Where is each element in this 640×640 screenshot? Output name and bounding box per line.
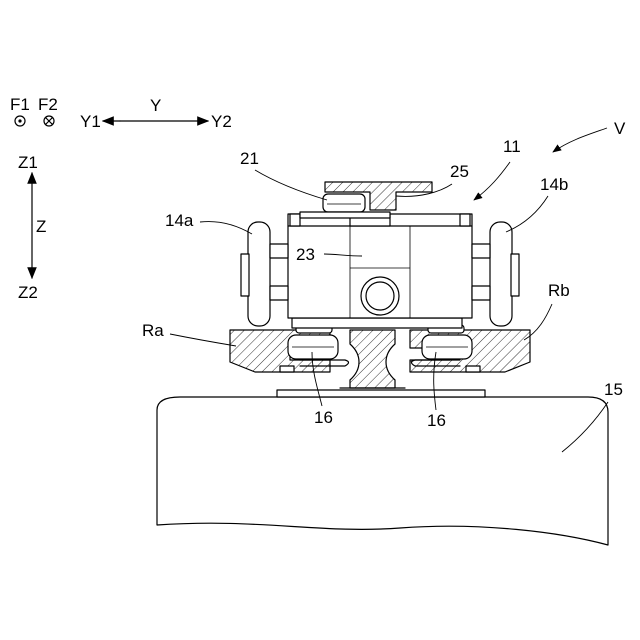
label-z: Z	[36, 217, 46, 236]
ref-ra: Ra	[142, 321, 236, 346]
ref-14b: 14b	[506, 175, 568, 232]
label-y2: Y2	[211, 112, 232, 131]
label-f2: F2	[38, 95, 58, 114]
label-25: 25	[450, 162, 469, 181]
label-16-left: 16	[314, 408, 333, 427]
dot-in-circle-icon	[15, 116, 25, 126]
label-z1: Z1	[18, 153, 38, 172]
cross-in-circle-icon	[44, 116, 54, 126]
label-ra: Ra	[142, 321, 164, 340]
ref-v: V	[553, 119, 626, 152]
label-v: V	[614, 119, 626, 138]
travel-surface-15	[157, 390, 608, 545]
ref-rb: Rb	[524, 281, 570, 340]
side-wheel-14b	[472, 222, 519, 326]
label-15: 15	[604, 380, 623, 399]
direction-legend: F1 F2 Y1 Y Y2 Z1 Z Z2	[10, 95, 232, 302]
label-y: Y	[150, 96, 161, 115]
label-21: 21	[240, 149, 259, 168]
side-wheel-14a	[241, 222, 288, 326]
ref-14a: 14a	[165, 211, 252, 234]
label-14a: 14a	[165, 211, 194, 230]
label-11: 11	[503, 137, 521, 156]
label-y1: Y1	[80, 112, 101, 131]
ref-21: 21	[240, 149, 327, 200]
label-14b: 14b	[540, 175, 568, 194]
top-mechanism-21	[323, 194, 365, 212]
ref-11: 11	[474, 137, 521, 200]
label-rb: Rb	[548, 281, 570, 300]
label-23: 23	[296, 245, 315, 264]
center-support	[340, 330, 405, 388]
motor-23	[361, 277, 399, 315]
label-16-right: 16	[427, 411, 446, 430]
label-f1: F1	[10, 95, 30, 114]
top-plate-25	[300, 182, 432, 218]
label-z2: Z2	[18, 283, 38, 302]
